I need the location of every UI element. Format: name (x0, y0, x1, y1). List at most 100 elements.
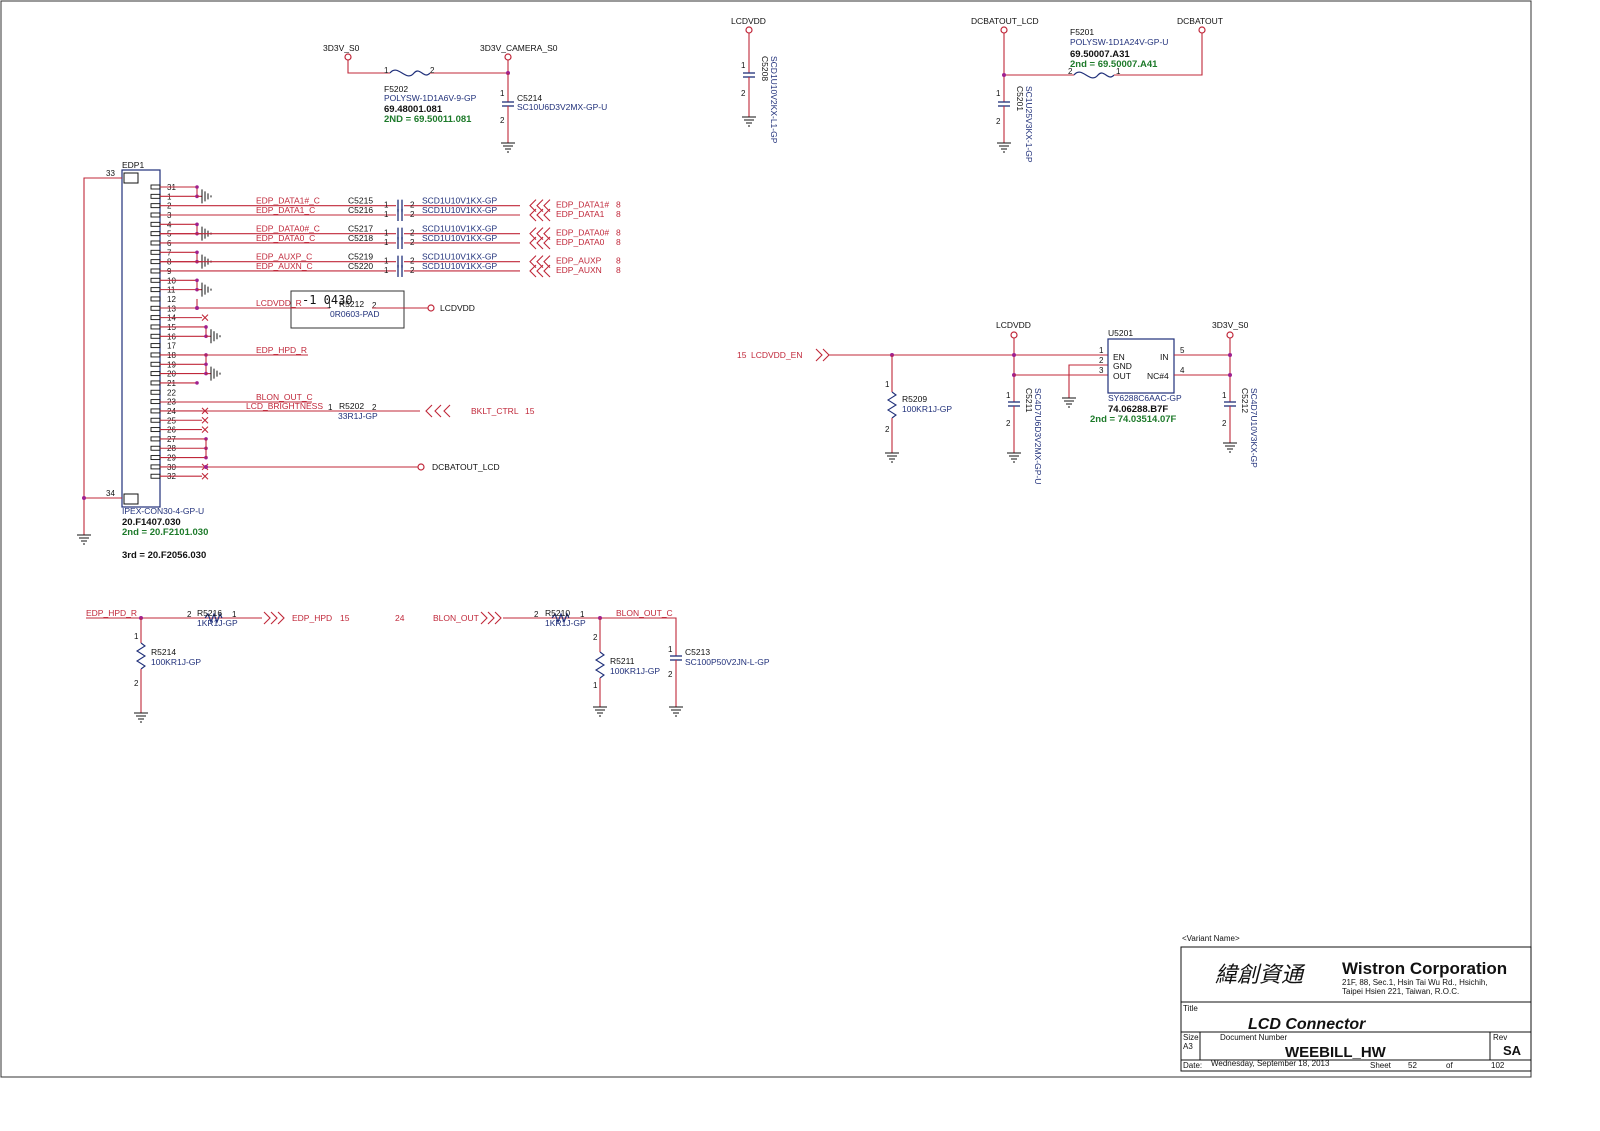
svg-text:5: 5 (1180, 346, 1185, 355)
svg-text:SC100P50V2JN-L-GP: SC100P50V2JN-L-GP (685, 657, 770, 667)
svg-text:2: 2 (534, 610, 539, 619)
company-logo: 緯創資通 (1215, 963, 1306, 988)
variant-name: <Variant Name> (1182, 934, 1240, 943)
svg-text:2: 2 (1099, 356, 1104, 365)
edp1-pin-31 (150, 184, 161, 190)
svg-text:1: 1 (384, 66, 389, 75)
svg-text:2: 2 (741, 89, 746, 98)
edp1-pin-30 (150, 464, 161, 470)
svg-text:1: 1 (885, 380, 890, 389)
ref-f5202: F5202 (384, 84, 408, 94)
svg-text:1: 1 (1006, 391, 1011, 400)
svg-text:1: 1 (384, 257, 389, 266)
edp1-pin-27 (150, 436, 161, 442)
svg-text:2: 2 (410, 238, 415, 247)
svg-text:1: 1 (500, 89, 505, 98)
no-connect-mark (201, 472, 209, 480)
edp-net-name: EDP_DATA0#_C (256, 224, 320, 234)
svg-text:2: 2 (410, 257, 415, 266)
svg-text:3: 3 (1099, 366, 1104, 375)
svg-text:1: 1 (134, 632, 139, 641)
svg-text:1: 1 (668, 645, 673, 654)
svg-text:0R0603-PAD: 0R0603-PAD (330, 309, 379, 319)
edp-out-net: EDP_AUXP (556, 256, 602, 266)
edp1-pin-3 (150, 212, 161, 218)
edp-out-net: EDP_DATA0# (556, 228, 609, 238)
ground-symbol (196, 188, 212, 204)
svg-text:A3: A3 (1183, 1042, 1193, 1051)
svg-text:102: 102 (1491, 1061, 1505, 1070)
svg-text:8: 8 (616, 237, 621, 247)
svg-text:33R1J-GP: 33R1J-GP (338, 411, 378, 421)
dcbatout-fuse-block: DCBATOUT_LCD DCBATOUT 2 1 F5201 POLYSW-1… (971, 16, 1223, 163)
edp-net-name: EDP_AUXN_C (256, 261, 313, 271)
svg-text:R5212: R5212 (339, 299, 364, 309)
svg-text:C5212: C5212 (1240, 388, 1250, 413)
svg-text:DCBATOUT: DCBATOUT (1177, 16, 1223, 26)
svg-text:C5211: C5211 (1024, 388, 1034, 413)
edp1-pin-label: 12 (167, 295, 176, 304)
edp1-pin-21 (150, 380, 161, 386)
svg-text:20.F1407.030: 20.F1407.030 (122, 517, 181, 528)
svg-text:100KR1J-GP: 100KR1J-GP (151, 657, 201, 667)
edp-cap-ref: C5220 (348, 261, 373, 271)
svg-text:1: 1 (996, 89, 1001, 98)
edp1-pin-10 (150, 277, 161, 283)
svg-text:R5214: R5214 (151, 647, 176, 657)
edp1-pin-15 (150, 324, 161, 330)
svg-text:1: 1 (1222, 391, 1227, 400)
edp1-pin-list: 3112345678910111213141516171819202122232… (150, 183, 176, 481)
edp1-pin-18 (150, 352, 161, 358)
svg-text:1KR1J-GP: 1KR1J-GP (545, 618, 586, 628)
edp-net-name: EDP_DATA1#_C (256, 196, 320, 206)
rework-note: -1 0430 (302, 293, 353, 307)
svg-text:U5201: U5201 (1108, 328, 1133, 338)
lcdvdd-r5212-block: -1 0430 LCDVDD_R 1 2 R5212 0R0603-PAD LC… (160, 290, 475, 329)
title-block: <Variant Name> 緯創資通 Wistron Corporation … (1180, 934, 1532, 1072)
svg-text:2: 2 (134, 679, 139, 688)
sheet-number: 52 (1408, 1061, 1417, 1070)
svg-text:EDP_HPD: EDP_HPD (292, 613, 332, 623)
svg-text:2: 2 (1222, 419, 1227, 428)
svg-text:69.50007.A31: 69.50007.A31 (1070, 49, 1130, 60)
edp1-pin-28 (150, 445, 161, 451)
svg-text:2: 2 (372, 301, 377, 310)
edp1-pin-label: 13 (167, 304, 176, 313)
svg-text:8: 8 (616, 209, 621, 219)
svg-text:LCDVDD: LCDVDD (440, 303, 475, 313)
svg-text:C5201: C5201 (1015, 86, 1025, 111)
edp-net-name: EDP_DATA1_C (256, 205, 315, 215)
svg-text:BKLT_CTRL: BKLT_CTRL (471, 406, 519, 416)
edp1-pin-29 (150, 455, 161, 461)
svg-text:IPEX-CON30-4-GP-U: IPEX-CON30-4-GP-U (122, 506, 204, 516)
svg-text:Date:: Date: (1183, 1061, 1202, 1070)
edp1-pin-1 (150, 193, 161, 199)
edp1-pin-25 (150, 417, 161, 423)
svg-text:DCBATOUT_LCD: DCBATOUT_LCD (432, 462, 500, 472)
svg-text:2: 2 (1068, 67, 1073, 76)
svg-text:2: 2 (187, 610, 192, 619)
svg-text:2: 2 (668, 670, 673, 679)
svg-text:SC4D7U6D3V2MX-GP-U: SC4D7U6D3V2MX-GP-U (1033, 388, 1043, 484)
svg-text:1: 1 (328, 403, 333, 412)
fuse-f5202-symbol (389, 69, 431, 77)
net-3d3v-camera-s0: 3D3V_CAMERA_S0 (480, 43, 558, 53)
svg-text:R5209: R5209 (902, 394, 927, 404)
sheet-border (0, 0, 1532, 1078)
edp1-pin-label: 22 (167, 388, 176, 397)
edp-out-net: EDP_DATA0 (556, 237, 605, 247)
lcdvdd-decoupling-c5208: LCDVDD 1 2 C5208 SCD1U10V2KX-L1-GP (731, 16, 779, 144)
svg-text:1: 1 (327, 301, 332, 310)
edp-out-net: EDP_DATA1# (556, 200, 609, 210)
svg-text:1KR1J-GP: 1KR1J-GP (197, 618, 238, 628)
svg-text:Size: Size (1183, 1033, 1199, 1042)
company-name: Wistron Corporation (1342, 959, 1507, 978)
svg-text:15: 15 (737, 350, 747, 360)
svg-text:EN: EN (1113, 352, 1125, 362)
svg-text:of: of (1446, 1061, 1453, 1070)
svg-text:POLYSW-1D1A6V-9-GP: POLYSW-1D1A6V-9-GP (384, 93, 477, 103)
svg-text:2nd = 74.03514.07F: 2nd = 74.03514.07F (1090, 414, 1177, 425)
